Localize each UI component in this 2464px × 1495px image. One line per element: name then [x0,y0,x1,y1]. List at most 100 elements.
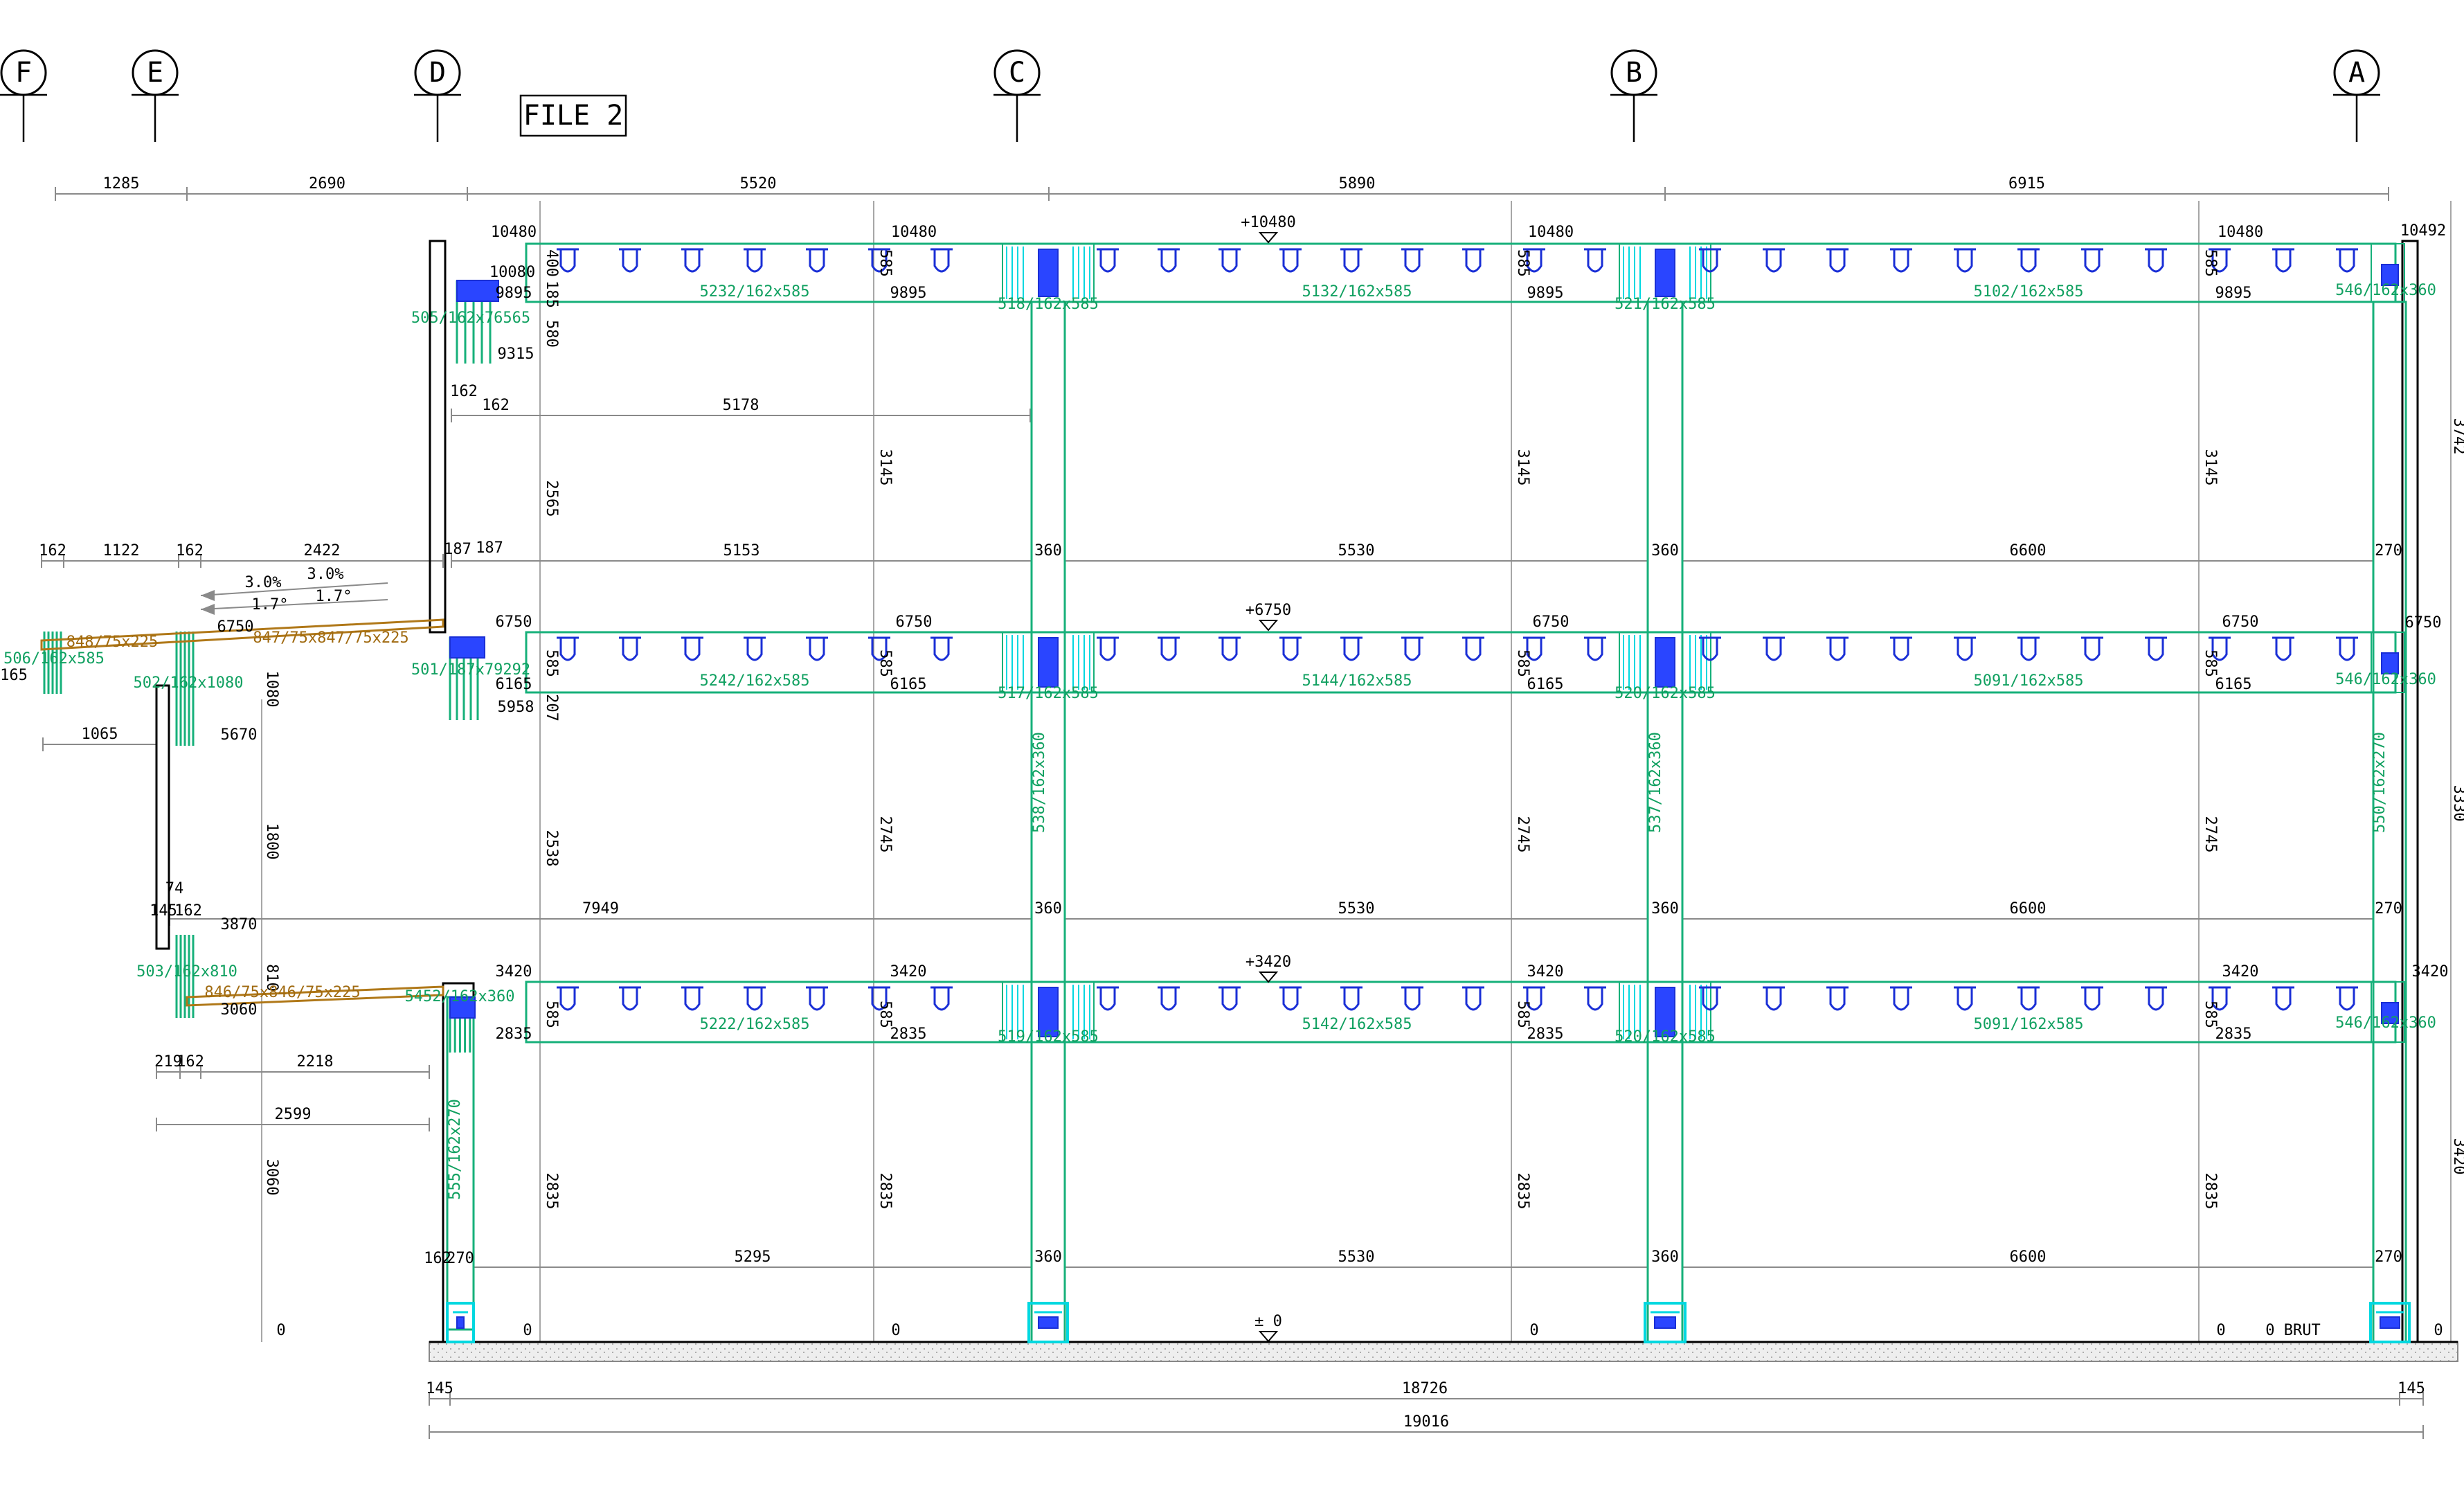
beam-label: 5132/162x585 [1302,283,1412,301]
beam-label: 5091/162x585 [1974,1016,2084,1033]
column-width-label: 360 [1651,1248,1679,1266]
vertical-dimension-label: 585 [543,650,560,677]
member-connector [456,280,499,302]
hanger-bracket [684,638,701,661]
hanger-bracket [1765,249,1782,273]
hanger-bracket [1465,249,1482,273]
hanger-bracket [2020,249,2037,273]
vertical-dimension-label: 3742 [2450,418,2464,455]
hanger-bracket [1282,638,1299,661]
slope-label: 1.7° [316,588,352,605]
joint-steel-insert [1655,637,1675,688]
end-member-label: 546/162x360 [2335,671,2436,688]
hanger-bracket [1526,638,1543,661]
joint-plate [1619,981,1711,1043]
hanger-bracket [1465,638,1482,661]
elevation-label: 10080 [489,264,535,281]
hanger-bracket [746,987,763,1011]
timber-label: 846/75x846/75x225 [204,984,360,1001]
hanger-bracket [1160,249,1177,273]
hanger-bracket [2148,987,2164,1011]
hanger-bracket [809,987,825,1011]
elevation-label: 3420 [2412,963,2449,981]
hanger-bracket [622,987,638,1011]
annotation-text: 3060 [221,1001,258,1019]
member-label: 506/162x585 [3,650,105,668]
vertical-dimension-label: 400 [543,249,560,277]
ground-elevation-label: 0 [1529,1322,1538,1339]
annotation-text: 74 [165,880,184,897]
axis-spacing-label: 5520 [740,175,777,193]
annotation-text: 187 [476,539,503,557]
beam-label: 5242/162x585 [700,672,810,690]
elevation-label: 6750 [1533,614,1570,631]
hanger-bracket [1587,987,1603,1011]
grid-axis-label: E [147,57,163,89]
annotation-text: 162 [174,902,202,920]
hanger-bracket [2211,638,2228,661]
annotation-text: 165 [0,667,28,684]
elevation-label: 6750 [2405,614,2442,632]
hanger-bracket [2148,249,2164,273]
hanger-bracket [809,249,825,273]
slope-label: 3.0% [307,566,344,583]
end-plate [2371,243,2405,303]
member-label: 501/187x79292 [411,661,530,679]
slope-arrow [200,582,388,596]
hanger-bracket [1343,249,1360,273]
hanger-bracket [1526,987,1543,1011]
hanger-bracket [1893,987,1909,1011]
hanger-bracket [933,987,950,1011]
hanger-bracket [933,249,950,273]
hanger-bracket [746,638,763,661]
joint-label: 520/162x585 [1615,1028,1716,1046]
hanger-bracket [684,987,701,1011]
joint-plate [1002,632,1095,693]
hanger-bracket [1526,249,1543,273]
hanger-bracket [1343,638,1360,661]
elevation-label: 3420 [2222,963,2259,981]
a-wall [2401,240,2419,1343]
hanger-bracket [1957,987,1973,1011]
hanger-bracket [1465,987,1482,1011]
elevation-label: 6165 [496,676,532,693]
ground-elevation-label: 0 [2434,1322,2443,1339]
column-width-label: 360 [1651,542,1679,559]
dimension-label: 5530 [1338,542,1375,559]
hanger-bracket [2020,987,2037,1011]
hanger-bracket [809,638,825,661]
vertical-dimension-label: 3145 [1514,449,1531,486]
hanger-bracket [2084,987,2101,1011]
joint-steel-insert [1038,637,1059,688]
base-anchor [456,1316,465,1329]
beam-label: 5144/162x585 [1302,672,1412,690]
timber-label: 847/75x847/75x225 [253,629,408,647]
vertical-dimension-label: 2835 [543,1173,560,1210]
elevation-label: 10480 [2218,224,2263,241]
hanger-bracket [622,249,638,273]
vertical-dimension-label: 2835 [876,1173,894,1210]
vertical-dimension-label: 2538 [543,830,560,867]
hanger-bracket [1702,638,1718,661]
dimension-label: 1122 [103,542,140,559]
joint-steel-insert [1038,987,1059,1037]
grid-axis-label: C [1009,57,1025,89]
column-width-label: 270 [2375,542,2402,559]
elevation-label: 2835 [1527,1026,1564,1043]
grid-axes [0,49,2380,142]
axis-spacing-label: 6915 [2008,175,2045,193]
vertical-dimension-label: 2745 [876,816,894,853]
elevation-label: 9895 [890,285,927,302]
end-member-label: 546/162x360 [2335,282,2436,299]
vertical-dimension-label: 585 [876,1001,894,1028]
elevation-label: 3420 [890,963,927,981]
hanger-bracket [2339,987,2355,1011]
vertical-dimension-label: 585 [1514,1001,1531,1028]
hanger-bracket [1404,987,1421,1011]
hanger-bracket [2339,249,2355,273]
hanger-bracket [1099,987,1116,1011]
column-width-label: 360 [1034,542,1062,559]
column-width-label: 360 [1034,900,1062,917]
slope-arrowhead [201,590,215,601]
